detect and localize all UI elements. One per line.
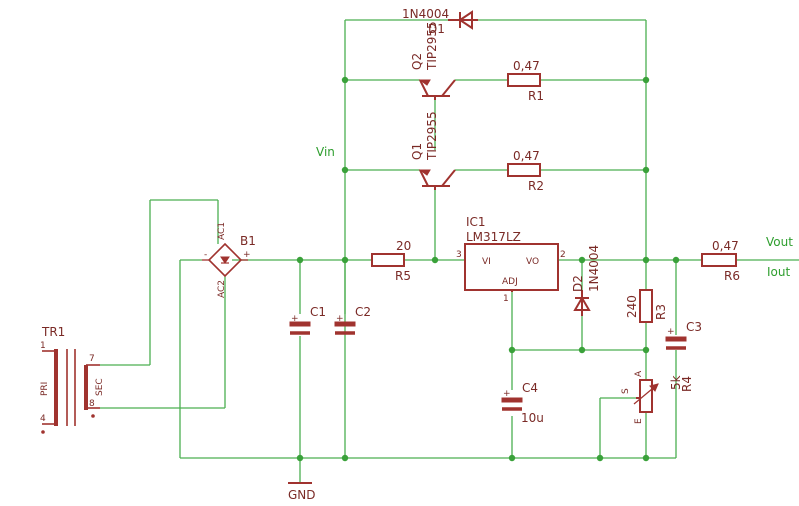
d1-value: 1N4004	[402, 7, 449, 21]
transistor-q1	[418, 169, 456, 190]
q1-ref: Q1	[410, 143, 424, 160]
junction	[642, 256, 650, 264]
c3-polarity: +	[667, 327, 675, 337]
b1-pin-minus: -	[204, 250, 207, 260]
r4-pin-s: S	[621, 388, 631, 394]
junction	[341, 76, 349, 84]
junction	[296, 454, 304, 462]
capacitor-c1	[289, 321, 311, 335]
ic1-pin-vi: VI	[482, 257, 491, 267]
capacitor-c2	[334, 321, 356, 335]
junction	[578, 346, 586, 354]
junction	[672, 256, 680, 264]
tr1-pin-1: 1	[40, 341, 46, 351]
tr1-ref: TR1	[41, 325, 65, 339]
r4-ref: R4	[680, 376, 694, 392]
tr1-sec-label: SEC	[95, 378, 105, 396]
ic1-ref: IC1	[466, 215, 486, 229]
junction	[596, 454, 604, 462]
tr1-pin-8: 8	[89, 399, 95, 409]
r4-pin-a: A	[634, 370, 644, 377]
q2-ref: Q2	[410, 53, 424, 70]
resistor-r2	[507, 163, 541, 177]
c1-ref: C1	[310, 305, 326, 319]
c4-value: 10u	[521, 411, 544, 425]
junction	[508, 346, 516, 354]
net-label-iout: Iout	[767, 265, 790, 279]
junction	[431, 256, 439, 264]
capacitor-c4	[501, 397, 523, 411]
junction	[341, 454, 349, 462]
d2-ref: D2	[571, 275, 585, 292]
resistor-r3	[639, 289, 653, 323]
tr1-pin-4: 4	[40, 414, 46, 424]
c2-ref: C2	[355, 305, 371, 319]
r6-ref: R6	[724, 269, 740, 283]
r5-ref: R5	[395, 269, 411, 283]
junctions	[296, 76, 680, 462]
diode-d2	[573, 290, 591, 316]
junction	[642, 454, 650, 462]
junction	[508, 454, 516, 462]
junction	[642, 166, 650, 174]
c2-polarity: +	[336, 314, 344, 324]
junction	[341, 166, 349, 174]
b1-pin-ac1: AC1	[217, 222, 227, 240]
r4-pin-e: E	[634, 418, 644, 424]
junction	[642, 76, 650, 84]
b1-ref: B1	[240, 234, 256, 248]
d2-value: 1N4004	[587, 245, 601, 292]
resistor-r1	[507, 73, 541, 87]
tr1-pin-7: 7	[89, 354, 95, 364]
q1-value: TIP2955	[425, 111, 439, 161]
q2-value: TIP2955	[425, 21, 439, 71]
potentiometer-r4	[633, 379, 659, 413]
c3-ref: C3	[686, 320, 702, 334]
r5-value: 20	[396, 239, 411, 253]
bridge-rectifier-b1	[202, 242, 248, 278]
r4-value: 5k	[669, 375, 683, 390]
c1-polarity: +	[291, 314, 299, 324]
junction	[578, 256, 586, 264]
r6-value: 0,47	[712, 239, 739, 253]
diode-d1	[448, 10, 478, 30]
capacitor-c3	[665, 336, 687, 350]
b1-pin-plus: +	[243, 250, 251, 260]
r3-ref: R3	[654, 304, 668, 320]
r3-value: 240	[625, 295, 639, 318]
ic1-pin-2: 2	[560, 250, 566, 260]
transformer-tr1	[41, 349, 100, 434]
junction	[296, 256, 304, 264]
r2-ref: R2	[528, 179, 544, 193]
r1-value: 0,47	[513, 59, 540, 73]
ic1-value: LM317LZ	[466, 230, 521, 244]
resistor-r6	[701, 253, 737, 267]
gnd-label: GND	[288, 488, 316, 502]
resistor-r5	[371, 253, 405, 267]
ic1-pin-vo: VO	[526, 257, 539, 267]
c4-polarity: +	[503, 389, 511, 399]
junction	[642, 346, 650, 354]
tr1-pri-label: PRI	[40, 382, 50, 396]
ic1-pin-adj: ADJ	[502, 277, 518, 287]
ic1-pin-3: 3	[456, 250, 462, 260]
r1-ref: R1	[528, 89, 544, 103]
junction	[341, 256, 349, 264]
r2-value: 0,47	[513, 149, 540, 163]
net-label-vout: Vout	[766, 235, 793, 249]
net-label-vin: Vin	[316, 145, 335, 159]
b1-pin-ac2: AC2	[217, 280, 227, 298]
c4-ref: C4	[522, 381, 538, 395]
d1-ref: D1	[428, 22, 445, 36]
ic1-pin-1: 1	[503, 294, 509, 304]
transistor-q2	[418, 79, 456, 100]
